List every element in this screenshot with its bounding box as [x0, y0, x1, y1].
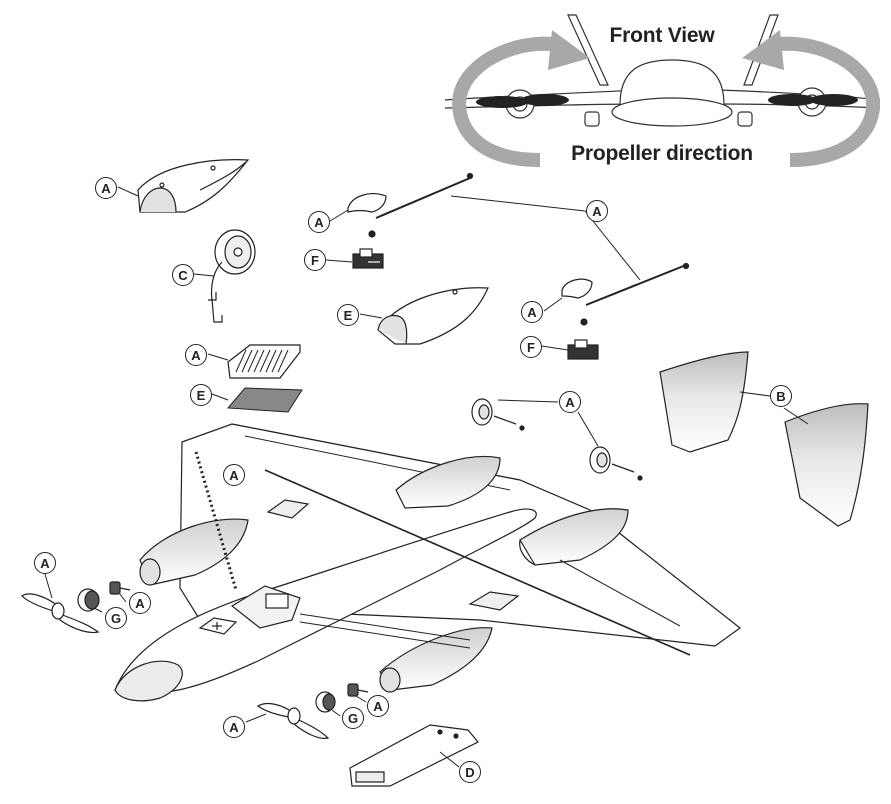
vertical-fins-part: [659, 351, 869, 527]
servo-far-part: [567, 339, 599, 360]
callout-horn-far: A: [521, 301, 543, 323]
callout-servo-far: F: [520, 336, 542, 358]
callout-spinner-left: G: [105, 607, 127, 629]
adapter-left-part: [109, 581, 131, 595]
control-horn-far-part: [561, 262, 690, 326]
front-view-inset: [444, 14, 881, 167]
servo-part: [352, 248, 384, 269]
battery-tray-part: [349, 724, 479, 787]
callout-pad: E: [190, 384, 212, 406]
adapter-right-part: [347, 683, 369, 697]
prop-left-part: [21, 593, 100, 634]
callout-wheel: A: [559, 391, 581, 413]
callout-pushrod-right: A: [586, 200, 608, 222]
spinner-left-part: [77, 588, 100, 612]
nacelle-half-part: [377, 287, 489, 345]
spinner-right-part: [315, 691, 336, 713]
callout-adapter-left: A: [129, 592, 151, 614]
callout-wing: A: [223, 464, 245, 486]
callout-prop-left: A: [34, 552, 56, 574]
callout-nacelle-mid: E: [337, 304, 359, 326]
leader-lines: [44, 186, 809, 768]
callout-hatch: A: [185, 344, 207, 366]
hatch-part: [227, 344, 301, 379]
callout-fins: B: [770, 385, 792, 407]
callout-horn-right: A: [308, 211, 330, 233]
callout-spinner-right: G: [342, 707, 364, 729]
main-wing-body: [114, 423, 741, 702]
pad-part: [226, 387, 303, 413]
canopy-part: [137, 159, 250, 213]
wheel-parts: [471, 398, 643, 481]
callout-battery-tray: D: [459, 761, 481, 783]
propeller-direction-label: Propeller direction: [571, 142, 753, 165]
front-view-title: Front View: [609, 24, 715, 47]
callout-prop-right: A: [223, 716, 245, 738]
callout-servo-right: F: [304, 249, 326, 271]
callout-adapter-right: A: [367, 695, 389, 717]
prop-right-part: [256, 702, 330, 739]
control-horn-part: [347, 172, 474, 238]
landing-gear-part: [208, 229, 256, 323]
callout-canopy: A: [95, 177, 117, 199]
callout-landing-gear: C: [172, 264, 194, 286]
